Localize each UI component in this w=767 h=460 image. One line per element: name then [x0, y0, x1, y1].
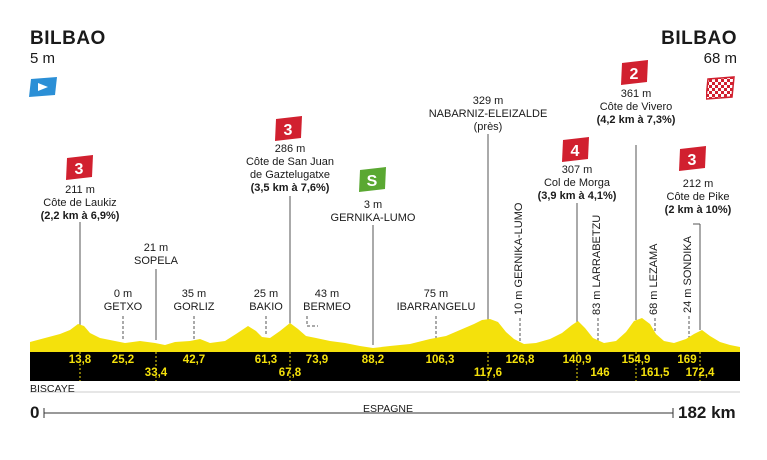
finish-altitude: 68 m: [703, 50, 737, 67]
km-label: 67,8: [278, 367, 302, 379]
km-label: 42,7: [182, 354, 206, 366]
svg-text:4: 4: [571, 143, 580, 160]
climb-category-icon: 2: [621, 60, 648, 85]
svg-text:3: 3: [75, 161, 84, 178]
place-larrabetzu-vertical: 83 m LARRABETZU: [591, 214, 603, 315]
climb-category-icon: 3: [275, 116, 302, 141]
finish-city: BILBAO: [661, 28, 737, 49]
distance-end: 182 km: [678, 403, 736, 422]
distance-start: 0: [30, 403, 40, 422]
place-bakio: 25 m BAKIO: [249, 288, 283, 313]
climb-label-laukiz: 211 m Côte de Laukiz (2,2 km à 6,9%): [40, 184, 120, 222]
finish-flag-icon: [706, 76, 735, 100]
place-gernika-lumo-vertical: 10 m GERNIKA-LUMO: [513, 202, 525, 315]
km-label: 13,8: [68, 354, 92, 366]
climb-label-gaztelugatxe: 286 m Côte de San Juan de Gaztelugatxe (…: [245, 143, 335, 194]
svg-text:2: 2: [630, 66, 639, 83]
svg-text:3: 3: [688, 152, 697, 169]
km-label: 73,9: [305, 354, 329, 366]
km-label: 169: [677, 354, 697, 366]
km-label: 126,8: [505, 354, 535, 366]
climb-category-icon: 4: [562, 137, 589, 162]
place-bermeo: 43 m BERMEO: [303, 288, 351, 313]
climb-category-icon: 3: [66, 155, 93, 180]
km-label: 33,4: [144, 367, 168, 379]
climb-label-morga: 307 m Col de Morga (3,9 km à 4,1%): [537, 164, 617, 202]
km-label: 161,5: [640, 367, 670, 379]
svg-text:S: S: [367, 173, 378, 190]
terrain-area: [30, 318, 740, 352]
climb-category-icon: 3: [679, 146, 706, 171]
start-flag-icon: [29, 77, 57, 97]
place-sopela: 21 m SOPELA: [133, 242, 179, 267]
climb-label-pike: 212 m Côte de Pike (2 km à 10%): [664, 178, 732, 216]
km-label: 146: [590, 367, 610, 379]
place-getxo: 0 m GETXO: [103, 288, 143, 313]
km-label: 172,4: [685, 367, 715, 379]
km-band: [30, 352, 740, 381]
place-nabarniz: 329 m NABARNIZ-ELEIZALDE (près): [428, 95, 548, 133]
country-label: ESPAGNE: [363, 403, 413, 415]
km-label: 140,9: [562, 354, 592, 366]
climb-label-vivero: 361 m Côte de Vivero (4,2 km à 7,3%): [596, 88, 676, 126]
place-gorliz: 35 m GORLIZ: [173, 288, 215, 313]
region-label: BISCAYE: [30, 383, 75, 395]
km-label: 106,3: [425, 354, 455, 366]
place-lezama-vertical: 68 m LEZAMA: [648, 243, 660, 315]
svg-text:3: 3: [284, 122, 293, 139]
start-altitude: 5 m: [30, 50, 56, 67]
place-ibarrangelu: 75 m IBARRANGELU: [396, 288, 476, 313]
km-label: 88,2: [361, 354, 385, 366]
km-label: 61,3: [254, 354, 278, 366]
km-label: 25,2: [111, 354, 135, 366]
start-city: BILBAO: [30, 28, 106, 49]
km-label: 154,9: [621, 354, 651, 366]
sprint-icon: S: [359, 167, 386, 192]
km-label: 117,6: [473, 367, 503, 379]
place-sondika-vertical: 24 m SONDIKA: [682, 235, 694, 313]
sprint-label: 3 m GERNIKA-LUMO: [330, 199, 416, 224]
